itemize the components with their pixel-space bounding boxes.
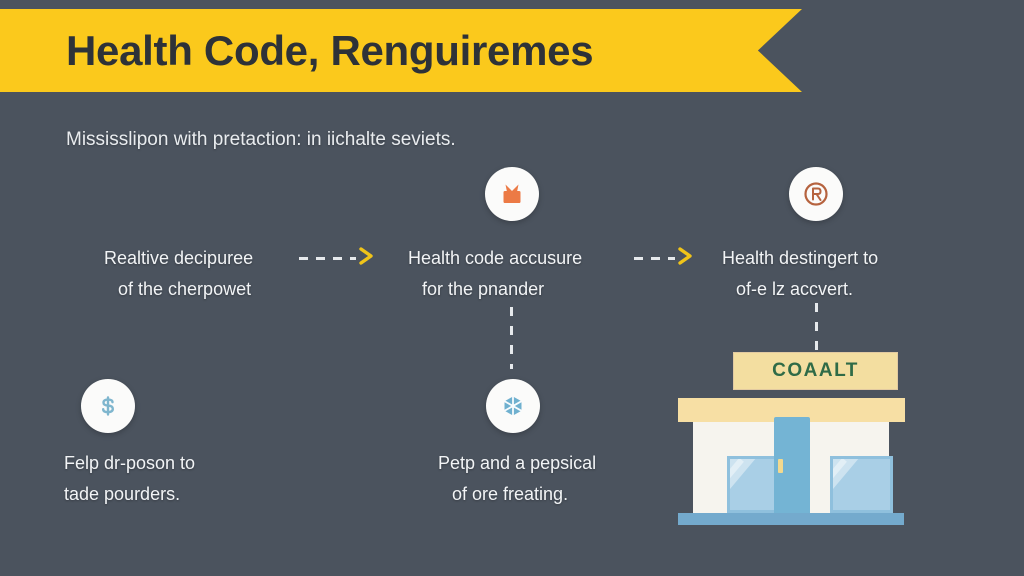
window-glint bbox=[833, 459, 863, 510]
item-3-line-1: Health destingert to bbox=[722, 248, 879, 268]
item-3-text: Health destingert to of-e lz accvert. bbox=[722, 243, 878, 305]
item-4-line-2: tade pourders. bbox=[64, 484, 181, 504]
storefront-window-right bbox=[830, 456, 893, 513]
item-2-line-1: Health code accusure bbox=[408, 248, 583, 268]
item-3-icon-badge bbox=[789, 167, 843, 221]
connector-item1-to-item2 bbox=[299, 246, 377, 271]
item-1-line-2: of the cherpowet bbox=[118, 279, 252, 299]
title-banner: Health Code, Renguiremes bbox=[0, 9, 802, 92]
subtitle-text: Mississlipon with pretaction: in iichalt… bbox=[66, 129, 456, 150]
dollar-sign-icon bbox=[93, 391, 123, 421]
storefront-sign-text: COAALT bbox=[772, 360, 859, 381]
connector-item3-to-storefront bbox=[815, 303, 818, 351]
gift-box-icon bbox=[497, 179, 527, 209]
connector-item2-to-item3 bbox=[634, 246, 696, 271]
item-2-icon-badge bbox=[485, 167, 539, 221]
certificate-seal-icon bbox=[801, 179, 831, 209]
item-5-line-1: Petp and a pepsical bbox=[438, 453, 597, 473]
storefront-door bbox=[774, 417, 810, 521]
item-1-text: Realtive decipuree of the cherpowet bbox=[104, 243, 253, 305]
connector-dash bbox=[299, 256, 356, 260]
title-banner-shape: Health Code, Renguiremes bbox=[0, 9, 802, 92]
item-2-line-2: for the pnander bbox=[422, 279, 545, 299]
item-3-line-2: of-e lz accvert. bbox=[736, 279, 854, 299]
item-5-line-2: of ore freating. bbox=[452, 484, 569, 504]
arrow-head-icon bbox=[357, 246, 377, 271]
item-5-text: Petp and a pepsical of ore freating. bbox=[438, 448, 596, 510]
page-title: Health Code, Renguiremes bbox=[66, 26, 594, 74]
connector-dash bbox=[634, 256, 675, 260]
storefront-illustration: COAALT bbox=[676, 352, 976, 557]
door-handle bbox=[778, 459, 783, 473]
item-4-icon-badge bbox=[81, 379, 135, 433]
storefront-sign: COAALT bbox=[733, 352, 898, 390]
item-4-text: Felp dr-poson to tade pourders. bbox=[64, 448, 195, 510]
item-5-icon-badge bbox=[486, 379, 540, 433]
storefront-base bbox=[678, 513, 904, 525]
connector-item2-to-item5 bbox=[510, 307, 513, 369]
window-glint bbox=[730, 459, 760, 510]
item-2-text: Health code accusure for the pnander bbox=[408, 243, 582, 305]
item-1-line-1: Realtive decipuree bbox=[104, 248, 254, 268]
hexagon-box-icon bbox=[498, 391, 528, 421]
arrow-head-icon bbox=[676, 246, 696, 271]
item-4-line-1: Felp dr-poson to bbox=[64, 453, 196, 473]
